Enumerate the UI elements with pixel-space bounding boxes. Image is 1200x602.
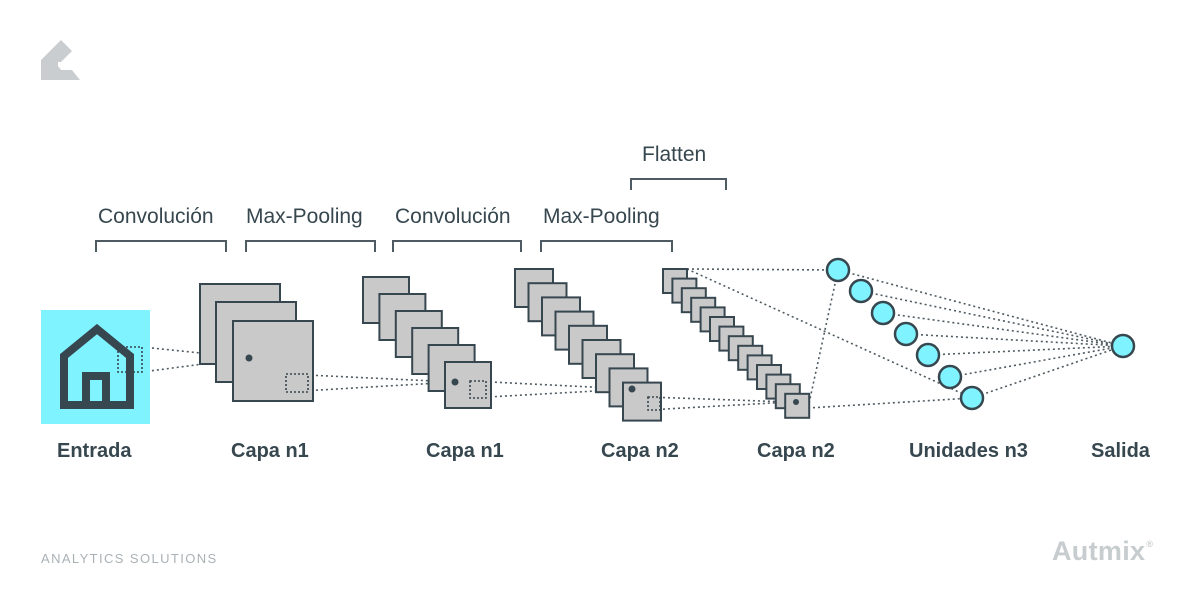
label-convolution-1: Convolución	[98, 205, 214, 228]
dense-unit-node	[937, 364, 963, 390]
output-connections	[837, 269, 1124, 399]
brand-mark: ®	[1146, 539, 1154, 549]
footer-tagline: ANALYTICS SOLUTIONS	[41, 551, 218, 566]
brand-wordmark: Autmix®	[1052, 536, 1153, 567]
feature-map	[444, 361, 492, 409]
feature-map	[784, 392, 811, 419]
bracket-flatten	[630, 178, 727, 190]
label-layer1a: Capa n1	[231, 440, 309, 462]
bracket-pool2	[540, 240, 673, 252]
label-layer2b: Capa n2	[757, 440, 835, 462]
brand-name: Autmix	[1052, 536, 1146, 566]
output-node	[1110, 333, 1136, 359]
layer2a-maps	[514, 268, 662, 422]
dense-units	[825, 257, 985, 411]
label-input: Entrada	[57, 440, 132, 462]
dense-unit-node	[893, 321, 919, 347]
label-flatten: Flatten	[642, 143, 707, 166]
bracket-pool1	[245, 240, 376, 252]
house-icon	[60, 323, 134, 409]
label-max-pooling-1: Max-Pooling	[246, 205, 363, 228]
bracket-conv1	[95, 240, 227, 252]
label-output: Salida	[1091, 440, 1150, 462]
layer1b-maps	[362, 276, 492, 409]
layer1a-maps	[199, 283, 314, 402]
layer2b-maps	[662, 268, 811, 419]
label-layer2a: Capa n2	[601, 440, 679, 462]
dense-unit-node	[825, 257, 851, 283]
brand-logo-icon	[41, 40, 80, 80]
label-convolution-2: Convolución	[395, 205, 511, 228]
dense-unit-node	[959, 385, 985, 411]
dense-unit-node	[848, 278, 874, 304]
label-layer1b: Capa n1	[426, 440, 504, 462]
bracket-conv2	[392, 240, 522, 252]
label-units: Unidades n3	[909, 440, 1028, 462]
label-max-pooling-2: Max-Pooling	[543, 205, 660, 228]
dense-unit-node	[870, 300, 896, 326]
dense-unit-node	[915, 342, 941, 368]
